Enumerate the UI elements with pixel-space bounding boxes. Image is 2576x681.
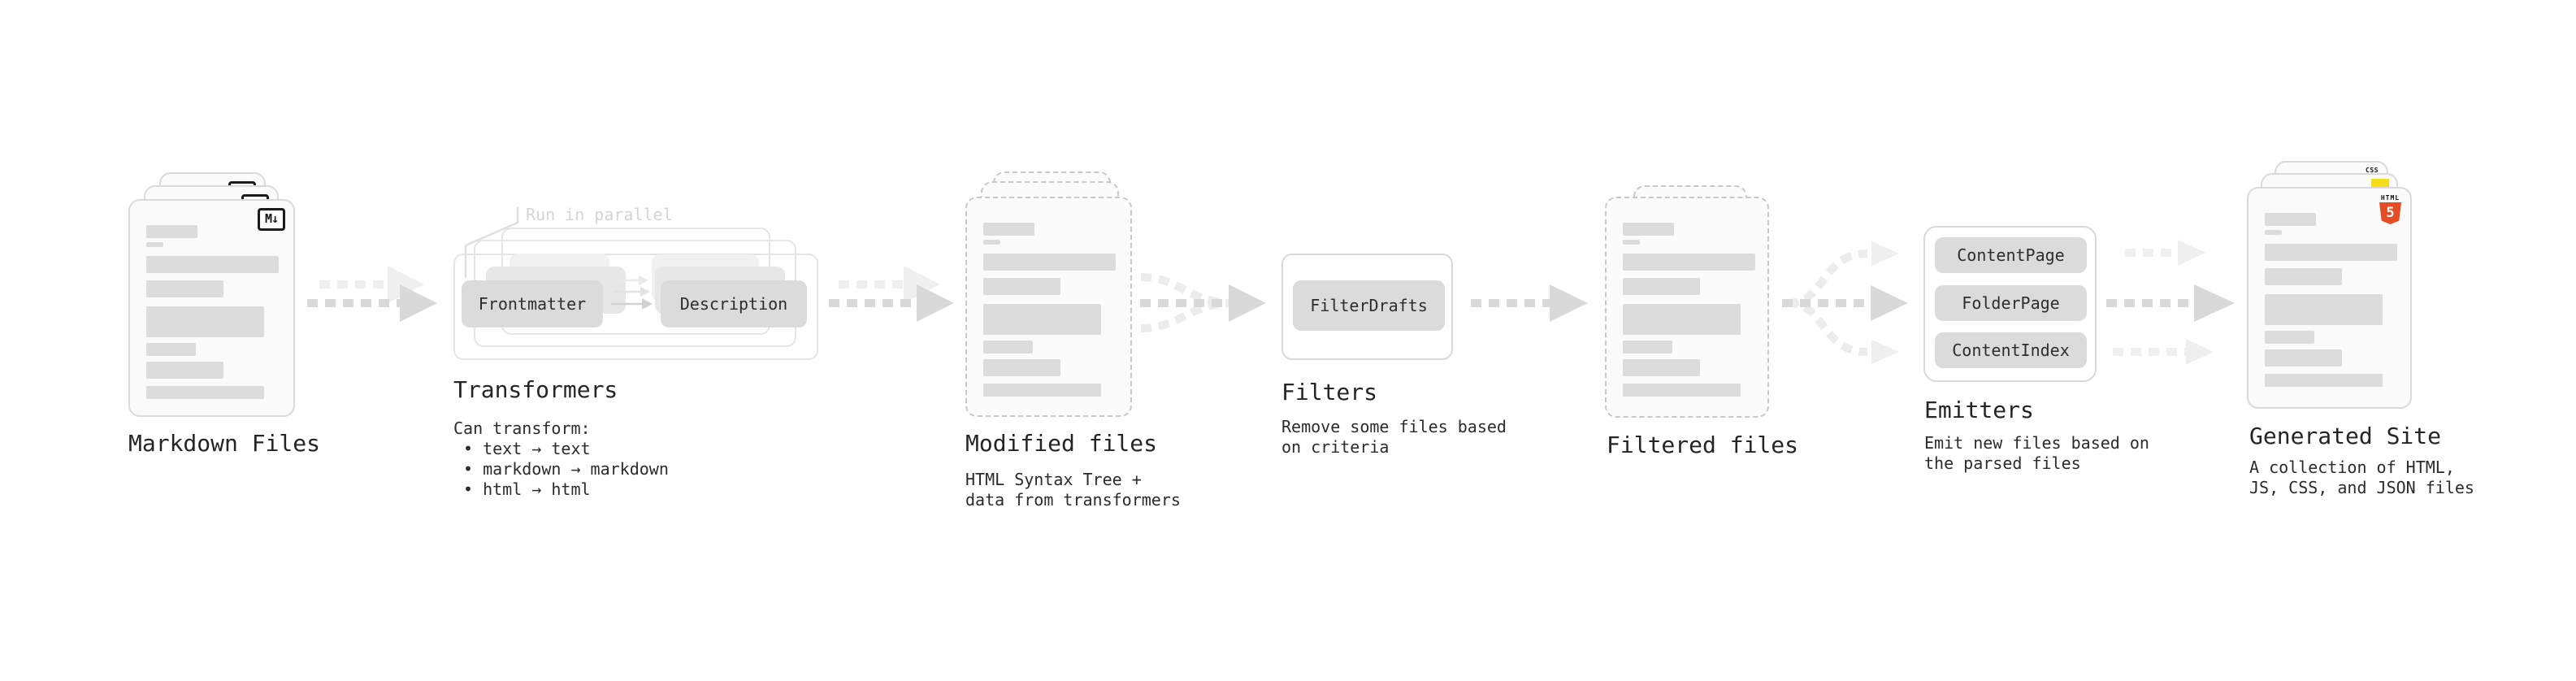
stage-label-modified-files: Modified files <box>965 430 1158 457</box>
transformers-bullet: • html → html <box>463 479 591 499</box>
stage-label-markdown-files: Markdown Files <box>128 430 321 457</box>
filterdrafts-chip: FilterDrafts <box>1293 280 1445 331</box>
arrow-filtered-to-emitters-split <box>1782 241 1908 364</box>
markdown-file-card-front: M↓ <box>128 199 295 417</box>
transformer-run-box-front <box>453 254 818 360</box>
transformers-bullet: • text → text <box>463 439 591 458</box>
stage-label-filtered-files: Filtered files <box>1607 432 1799 458</box>
generated-site-desc: JS, CSS, and JSON files <box>2249 478 2474 497</box>
arrow-modified-to-filters-merge <box>1140 273 1266 332</box>
arrow-markdown-to-transformers <box>307 266 437 322</box>
filtered-file-card-front <box>1605 197 1769 418</box>
generated-site-desc: A collection of HTML, <box>2249 458 2455 477</box>
stage-label-emitters: Emitters <box>1924 397 2034 423</box>
filters-desc: on criteria <box>1281 437 1390 457</box>
emitters-desc: the parsed files <box>1924 453 2081 473</box>
modified-files-desc: data from transformers <box>965 490 1181 510</box>
transformers-bullet: • markdown → markdown <box>463 459 669 479</box>
arrow-filters-to-filtered <box>1471 284 1588 322</box>
filters-desc: Remove some files based <box>1281 417 1507 436</box>
description-chip: Description <box>661 280 807 327</box>
js-file-icon <box>2371 179 2389 189</box>
stage-label-transformers: Transformers <box>453 376 618 403</box>
frontmatter-chip: Frontmatter <box>462 280 603 327</box>
arrow-transformers-to-modified <box>829 266 954 322</box>
modified-file-card-front <box>965 197 1132 417</box>
modified-files-desc: HTML Syntax Tree + <box>965 470 1142 489</box>
emitters-desc: Emit new files based on <box>1924 433 2149 453</box>
stage-label-filters: Filters <box>1281 379 1378 406</box>
html5-icon: HTML 5 <box>2379 194 2401 224</box>
run-in-parallel-note: Run in parallel <box>526 205 673 224</box>
arrow-emitters-to-generated <box>2106 240 2235 365</box>
markdown-icon: M↓ <box>257 208 285 231</box>
generated-site-card-front: HTML 5 <box>2247 187 2412 409</box>
folderpage-chip: FolderPage <box>1935 285 2087 321</box>
transformers-desc-title: Can transform: <box>453 419 591 438</box>
contentpage-chip: ContentPage <box>1935 237 2087 273</box>
stage-label-generated-site: Generated Site <box>2249 423 2442 449</box>
contentindex-chip: ContentIndex <box>1935 332 2087 368</box>
